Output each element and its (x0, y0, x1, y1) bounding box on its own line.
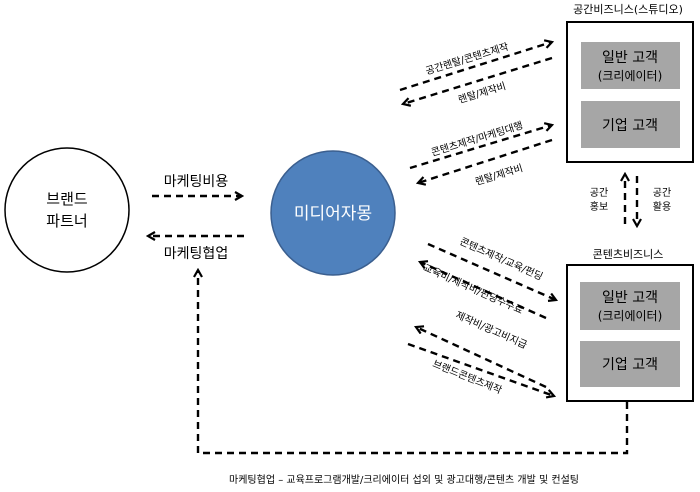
content-marketing-agency-arrow (409, 125, 552, 170)
rental-fee-arrow-1 (403, 56, 553, 104)
content-corporate-customer-box (580, 341, 680, 387)
content-general-customer-sublabel: (크리에이터) (598, 309, 663, 323)
space-general-customer-box (581, 42, 680, 89)
space-corporate-customer-label: 기업 고객 (602, 118, 658, 134)
content-corporate-customer-label: 기업 고객 (602, 357, 658, 373)
space-rental-production-arrow (399, 42, 552, 92)
education-funding-fee-arrow (420, 262, 547, 320)
bottom-cooperation-label: 마케팅협업 – 교육프로그램개발/크리에이터 섭외 및 광고대행/콘텐츠 개발 … (229, 473, 579, 486)
brand-partner-label-line2: 파트너 (46, 212, 87, 230)
content-general-customer-box (580, 282, 680, 330)
brand-partner-node (4, 147, 130, 273)
bottom-cooperation-arrow (198, 270, 629, 455)
rental-fee-label-1: 렌탈/제작비 (456, 79, 507, 106)
space-promotion-label-line1: 공간 (590, 187, 608, 199)
space-utilization-label-line2: 활용 (653, 200, 671, 213)
education-funding-fee-label: 교육비/제작비/펀딩수수료 (421, 262, 525, 317)
rental-fee-label-2: 렌탈/제작비 (473, 161, 524, 188)
content-education-funding-label: 콘텐츠제작/교육/펀딩 (458, 236, 545, 283)
content-business-title: 콘텐츠비즈니스 (593, 248, 664, 261)
space-general-customer-label: 일반 고객 (602, 50, 658, 66)
space-promotion-label-line2: 홍보 (590, 200, 608, 213)
media-node (270, 150, 396, 276)
space-business-title: 공간비즈니스(스튜디오) (573, 3, 683, 16)
space-general-customer-sublabel: (크리에이터) (598, 69, 663, 83)
space-utilization-label-line1: 공간 (653, 187, 671, 199)
brand-content-production-arrow (407, 342, 554, 396)
content-marketing-agency-label: 콘텐츠제작/마케팅대행 (430, 119, 525, 158)
brand-partner-label-line1: 브랜드 (46, 190, 88, 208)
space-corporate-customer-box (581, 101, 680, 148)
marketing-fee-label: 마케팅비용 (164, 174, 229, 190)
marketing-cooperation-label: 마케팅협업 (164, 246, 228, 262)
content-general-customer-label: 일반 고객 (602, 290, 658, 306)
media-node-label: 미디어자몽 (294, 204, 372, 224)
brand-content-production-label: 브랜드콘텐츠제작 (431, 358, 504, 397)
